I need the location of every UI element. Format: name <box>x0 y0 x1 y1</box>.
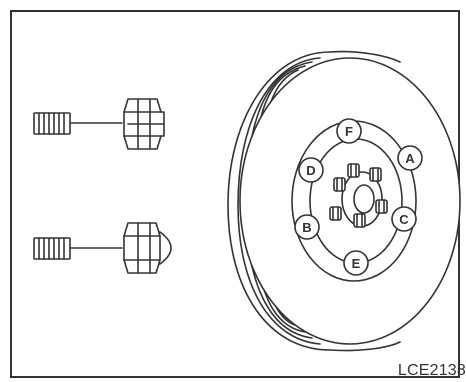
wheel-nut-d-icon <box>333 177 346 192</box>
stud-top-icon <box>33 112 123 135</box>
figure-code: LCE2138 <box>397 362 466 379</box>
callout-e: E <box>343 250 369 276</box>
open-lug-nut-icon <box>123 98 165 150</box>
callout-d-label: D <box>306 163 315 178</box>
wheel-face-icon <box>239 57 461 345</box>
capped-lug-nut-icon <box>123 222 172 274</box>
callout-f-label: F <box>345 124 353 139</box>
callout-e-label: E <box>352 256 361 271</box>
callout-b-label: B <box>302 220 311 235</box>
wheel-nut-b-icon <box>329 206 342 221</box>
callout-c-label: C <box>399 212 409 227</box>
callout-a-label: A <box>405 151 415 166</box>
callout-b: B <box>294 214 320 240</box>
callout-f: F <box>336 118 362 144</box>
wheel-nut-a-icon <box>369 167 382 182</box>
callout-c: C <box>391 206 417 232</box>
wheel-nut-f-icon <box>347 163 360 178</box>
stud-bottom-icon <box>33 237 123 260</box>
callout-a: A <box>397 145 423 171</box>
wheel-nut-e-icon <box>353 213 366 228</box>
wheel-nut-c-icon <box>375 199 388 214</box>
callout-d: D <box>298 157 324 183</box>
wheel-lug-nuts <box>329 163 388 228</box>
